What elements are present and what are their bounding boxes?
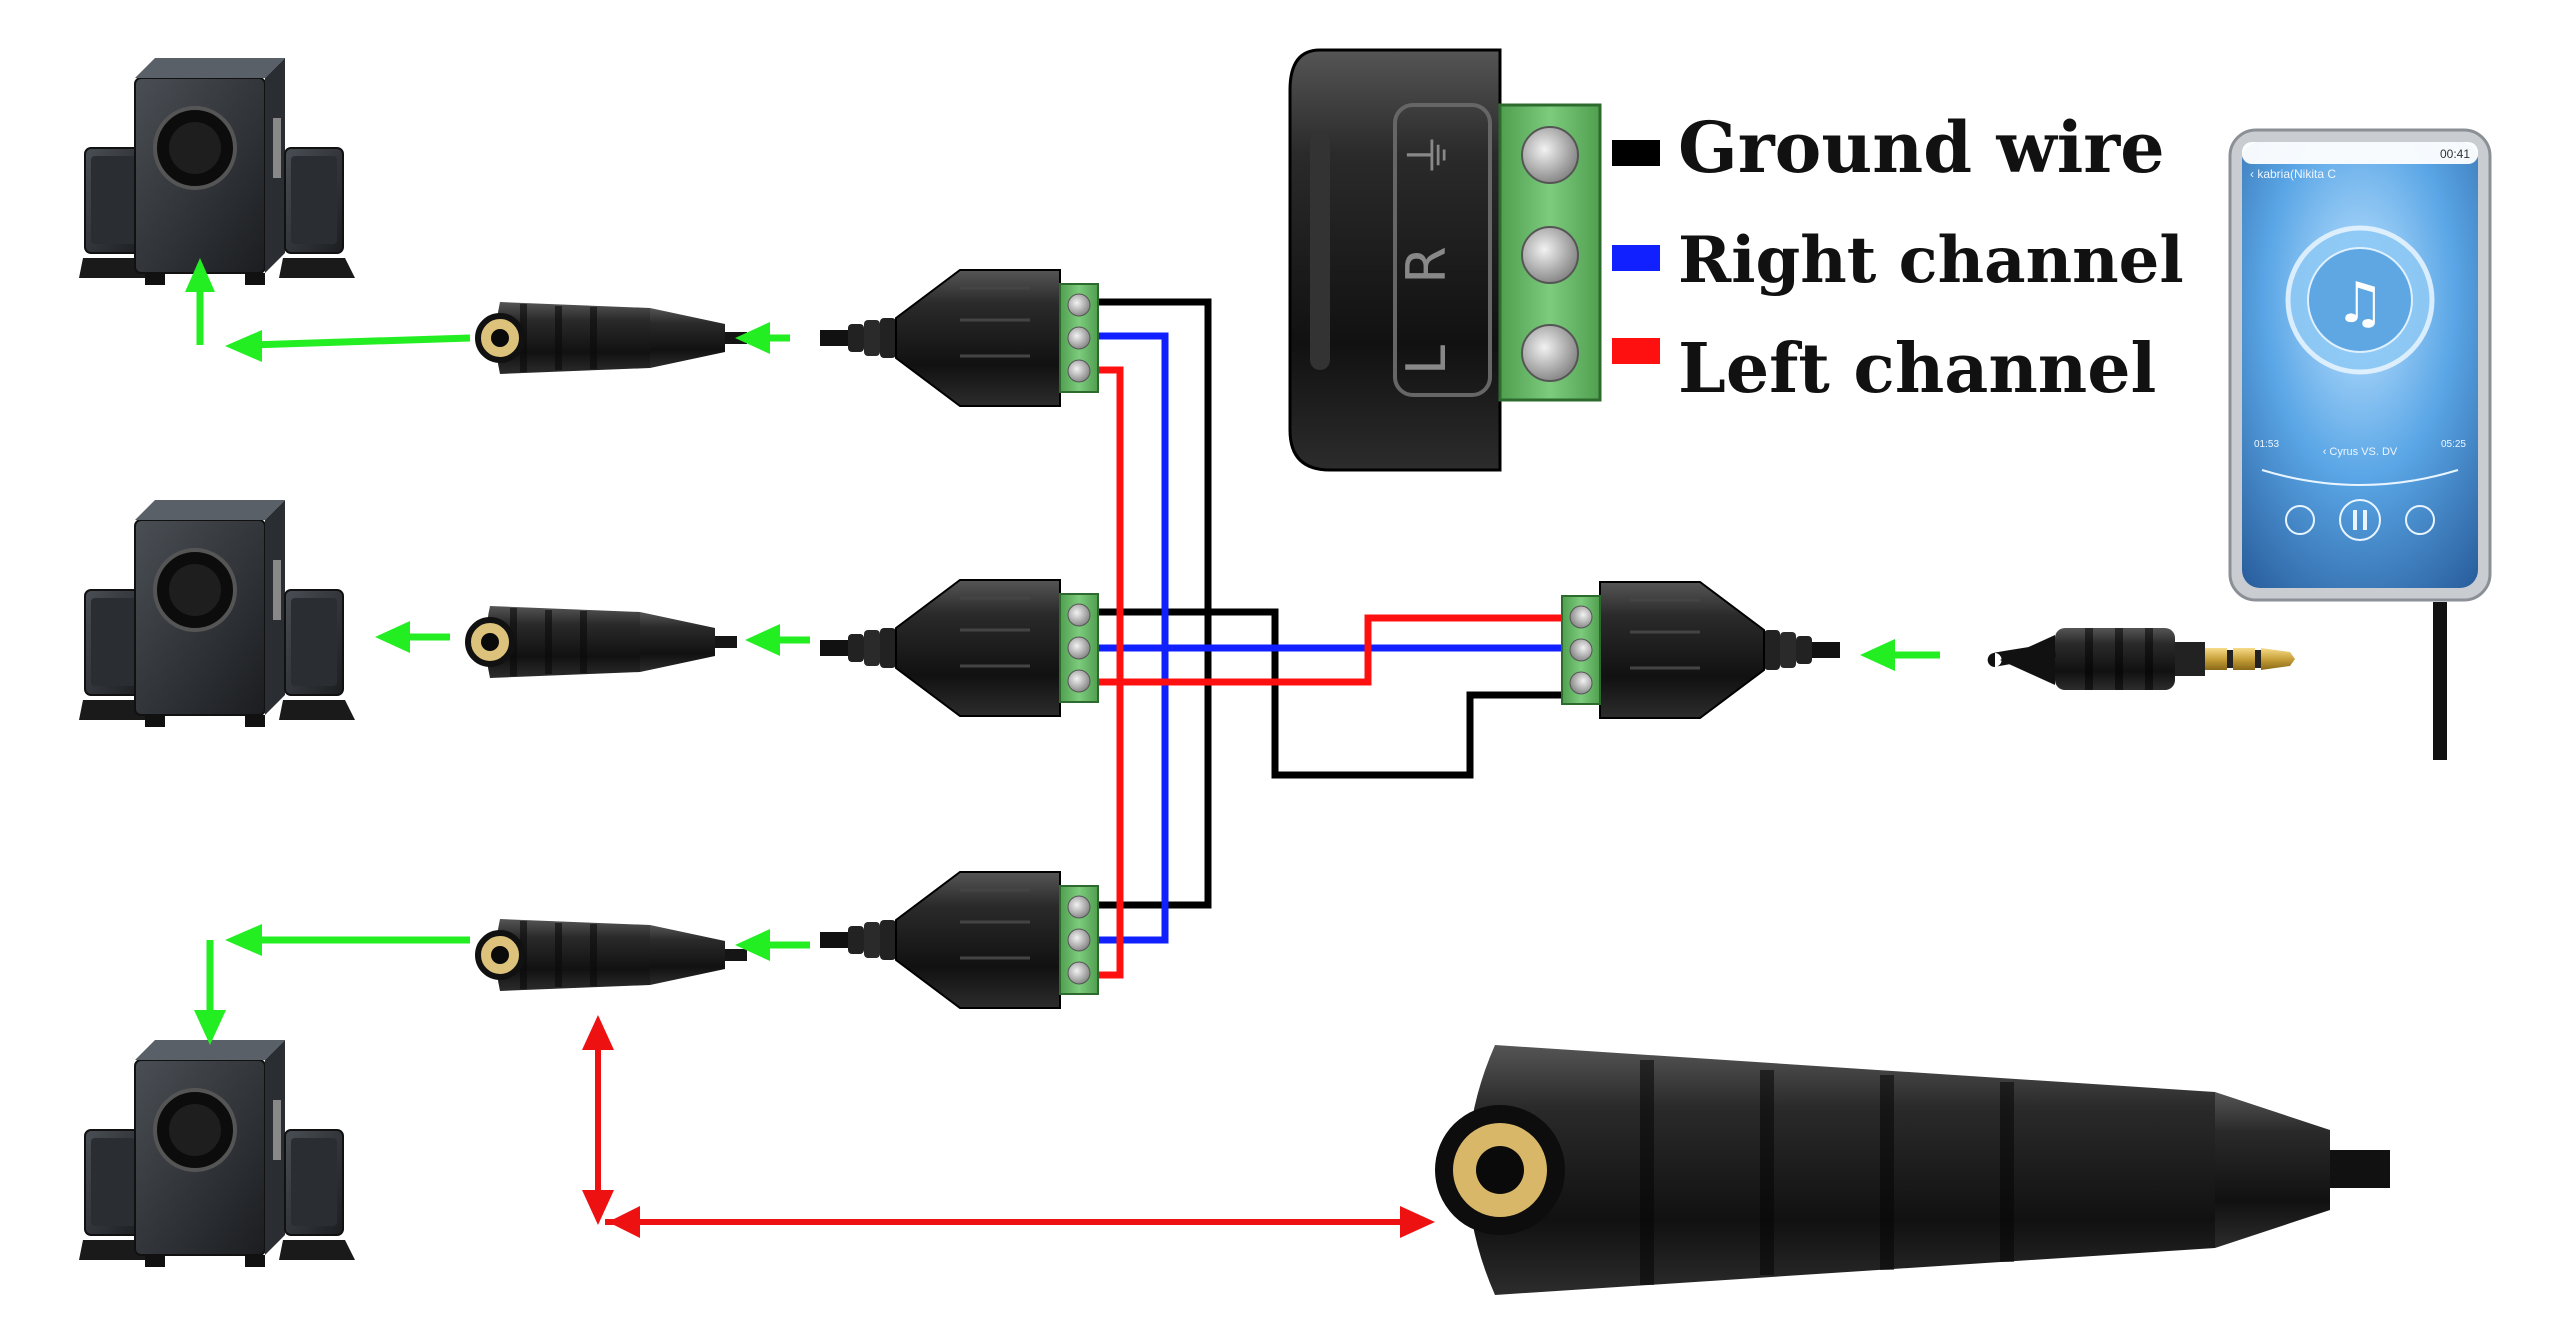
closeup-pointer-arrows: [582, 1015, 1435, 1238]
screw-left: [1521, 324, 1579, 382]
terminal-adapter-input: [1560, 580, 1842, 720]
female-jack-middle: [468, 606, 737, 678]
smartphone: 00:41 ‹ kabria(Nikita C ♫ ‹ Cyrus VS. DV…: [2228, 128, 2492, 602]
terminal-adapter-output-middle: [818, 578, 1100, 718]
speaker-set-bottom: [77, 1038, 357, 1269]
terminal-label-left: L: [1395, 345, 1458, 375]
left-channel-wire: [1080, 366, 1568, 979]
phone-artist: ‹ Cyrus VS. DV: [2323, 446, 2398, 458]
phone-track-title: ‹ kabria(Nikita C: [2250, 167, 2336, 181]
male-plug-cable: [1987, 602, 2447, 760]
wire-bundle: [1080, 298, 1568, 979]
terminal-label-ground: ⏚: [1401, 131, 1457, 179]
legend-adapter-closeup: ⏚ R L: [1288, 48, 1602, 472]
signal-flow-arrows: [185, 258, 1940, 1045]
legend-label-ground: Ground wire: [1678, 106, 2165, 189]
female-jack-bottom: [478, 919, 747, 991]
legend-swatch-right: [1612, 245, 1660, 271]
female-jack-closeup: [1435, 1045, 2390, 1295]
music-note-icon: ♫: [2335, 271, 2385, 336]
previous-track-icon[interactable]: [2285, 505, 2315, 535]
pause-icon[interactable]: [2339, 499, 2381, 541]
legend: Ground wire Right channel Left channel: [1612, 106, 2184, 409]
screw-ground: [1521, 126, 1579, 184]
phone-elapsed: 01:53: [2254, 439, 2279, 450]
female-jack-top: [478, 302, 747, 374]
legend-swatch-ground: [1612, 140, 1660, 166]
phone-status-time: 00:41: [2440, 147, 2470, 161]
ground-wire: [1080, 298, 1568, 909]
terminal-adapter-output-bottom: [818, 870, 1100, 1010]
screw-right: [1521, 226, 1579, 284]
terminal-label-right: R: [1395, 246, 1458, 284]
terminal-adapter-output-top: [818, 268, 1100, 408]
phone-duration: 05:25: [2441, 439, 2466, 450]
legend-label-left: Left channel: [1678, 329, 2156, 409]
next-track-icon[interactable]: [2405, 505, 2435, 535]
speaker-set-middle: [77, 498, 357, 729]
legend-swatch-left: [1612, 338, 1660, 364]
speaker-set-top: [77, 56, 357, 287]
legend-label-right: Right channel: [1678, 223, 2184, 298]
